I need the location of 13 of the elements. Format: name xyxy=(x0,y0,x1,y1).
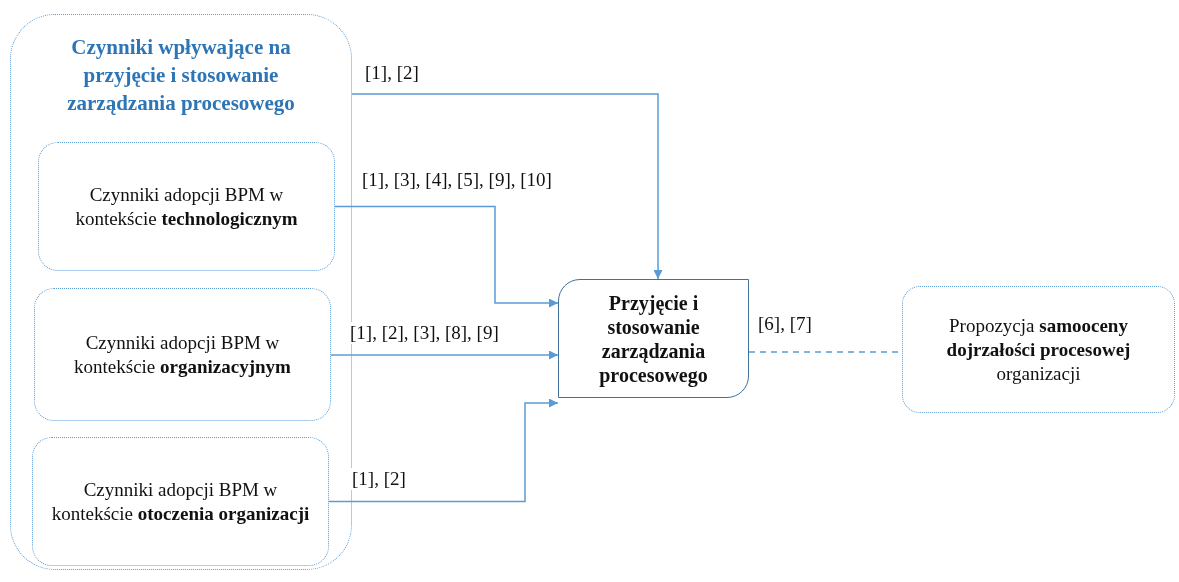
group-heading: Czynniki wpływające na przyjęcie i stosowanie zarządzania procesowego xyxy=(66,34,296,117)
node-text: Czynniki adopcji BPM w kontekście technologicznym xyxy=(74,182,299,231)
process-box xyxy=(558,279,749,398)
arrow xyxy=(330,350,559,360)
arrow xyxy=(351,93,663,280)
arrow xyxy=(334,205,559,308)
edge-label: [1], [2] xyxy=(350,468,408,490)
node-text: Czynniki adopcji BPM w kontekście organizacyjnym xyxy=(73,330,292,379)
node-text: Czynniki adopcji BPM w kontekście otoczenia organizacji xyxy=(50,477,311,526)
node-text: Przyjęcie i stosowanie zarządzania procesowego xyxy=(598,290,709,387)
node-text: Propozycja samooceny dojrzałości procesowej organizacji xyxy=(945,313,1132,386)
edge-label: [1], [2], [3], [8], [9] xyxy=(348,322,501,344)
arrow xyxy=(328,398,559,503)
